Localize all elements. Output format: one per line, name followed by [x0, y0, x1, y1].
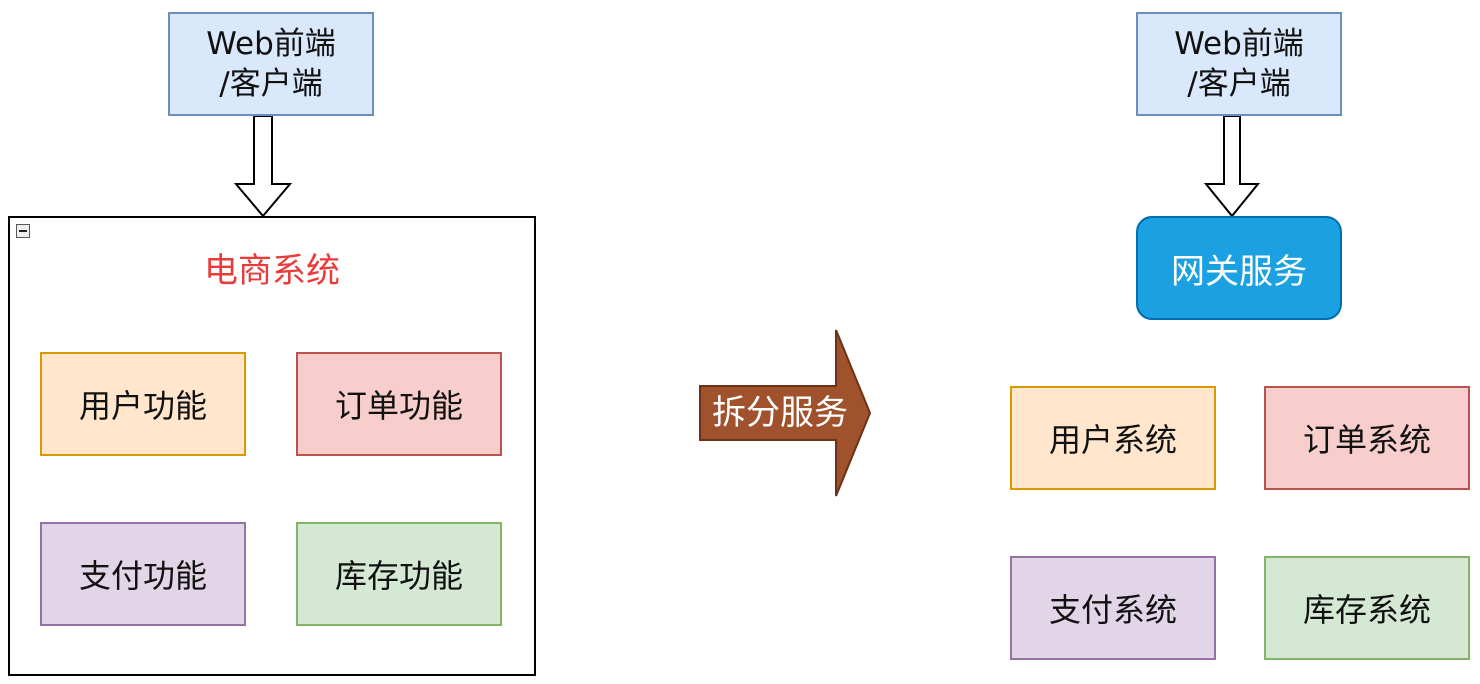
right-client-to-gateway-arrow [1203, 115, 1261, 218]
order-function-box: 订单功能 [296, 352, 502, 456]
right-client-line2: /客户端 [1187, 66, 1291, 102]
right-client-line1: Web前端 [1174, 26, 1304, 62]
collapse-icon[interactable] [16, 224, 30, 238]
order-function-label: 订单功能 [334, 387, 463, 425]
user-function-box: 用户功能 [40, 352, 246, 456]
gateway-service-box: 网关服务 [1136, 216, 1342, 320]
payment-system-box: 支付系统 [1010, 556, 1216, 660]
payment-system-label: 支付系统 [1048, 591, 1177, 629]
inventory-function-label: 库存功能 [334, 557, 463, 595]
gateway-service-label: 网关服务 [1171, 251, 1307, 292]
inventory-system-label: 库存系统 [1302, 591, 1431, 629]
inventory-function-box: 库存功能 [296, 522, 502, 626]
split-services-arrow [699, 329, 872, 497]
user-system-box: 用户系统 [1010, 386, 1216, 490]
order-system-box: 订单系统 [1264, 386, 1470, 490]
split-services-label: 拆分服务 [712, 393, 848, 433]
inventory-system-box: 库存系统 [1264, 556, 1470, 660]
user-function-label: 用户功能 [78, 387, 207, 425]
left-web-client-box: Web前端 /客户端 [168, 12, 374, 116]
payment-function-label: 支付功能 [78, 557, 207, 595]
left-client-line2: /客户端 [219, 66, 323, 102]
ecommerce-system-title: 电商系统 [204, 251, 340, 291]
payment-function-box: 支付功能 [40, 522, 246, 626]
left-client-line1: Web前端 [206, 26, 336, 62]
left-client-to-system-arrow [233, 115, 293, 218]
order-system-label: 订单系统 [1302, 421, 1431, 459]
user-system-label: 用户系统 [1048, 421, 1177, 459]
right-web-client-box: Web前端 /客户端 [1136, 12, 1342, 116]
